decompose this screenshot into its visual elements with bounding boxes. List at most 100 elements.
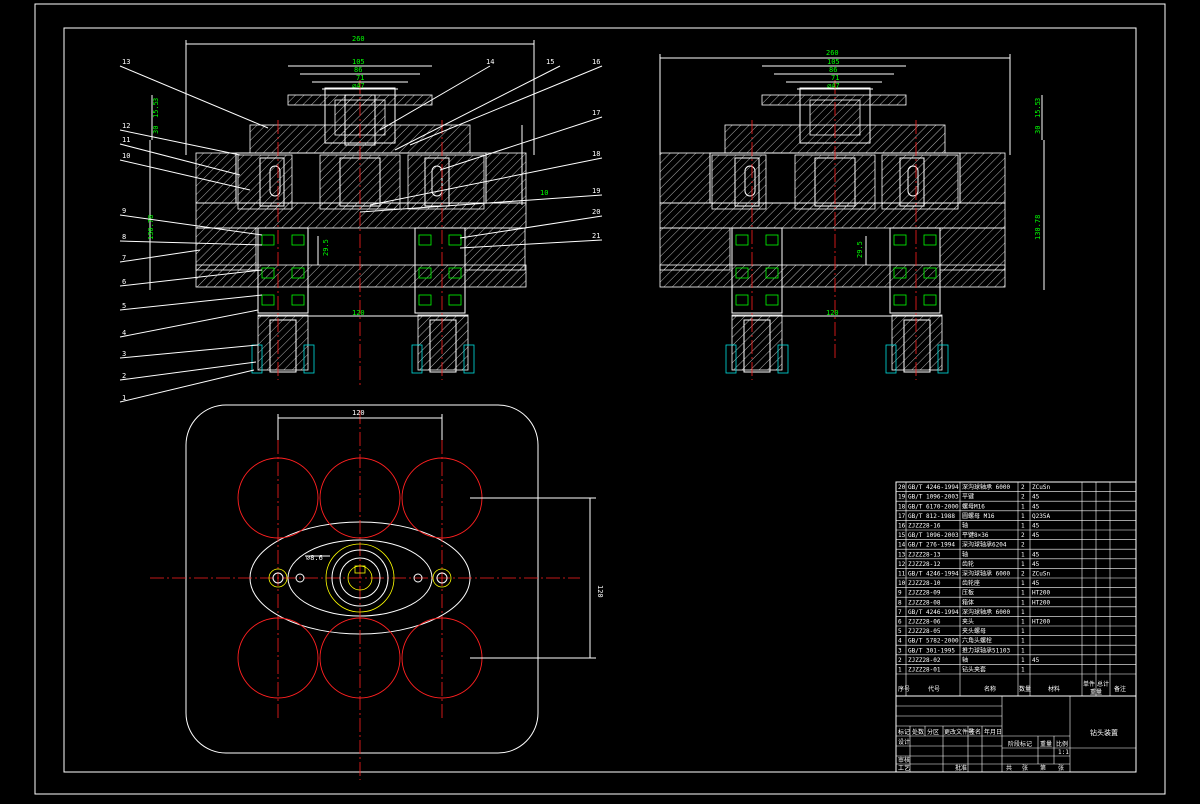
rv-dim-105: 105 [827, 58, 840, 66]
bom-cell-no: 6 [898, 619, 902, 626]
outer-border [34, 3, 1166, 795]
row-label-process: 工艺 [898, 764, 910, 772]
bom-cell-qty: 2 [1021, 484, 1025, 491]
left-section-view: 260 105 86 71 ⌀47 120 10 130.78 15.5 30 … [119, 35, 603, 403]
bom-cell-code: GB/T 276-1994 [908, 542, 955, 549]
bom-cell-no: 9 [898, 590, 902, 597]
bom-cell-no: 15 [898, 532, 906, 539]
scale-label: 比例 [1056, 740, 1068, 748]
sheet-label-1: 张 [1022, 764, 1028, 772]
bom-cell-code: GB/T 301-1995 [908, 647, 955, 654]
callout-14: 14 [486, 58, 494, 66]
bom-cell-mat: 45 [1032, 494, 1040, 501]
bom-cell-mat: HT200 [1032, 590, 1050, 597]
bom-cell-no: 19 [898, 494, 906, 501]
bom-cell-name: 轴 [962, 550, 968, 558]
bom-cell-code: GB/T 4246-1994 [908, 484, 959, 491]
bom-cell-qty: 1 [1021, 628, 1025, 635]
bom-header-code: 代号 [928, 685, 940, 693]
callout-18: 18 [592, 150, 600, 158]
bom-cell-code: ZJZZ28-13 [908, 551, 941, 558]
mark-label-3: 更改文件号 [944, 728, 974, 736]
bom-cell-mat: HT200 [1032, 619, 1050, 626]
bom-cell-mat: 45 [1032, 503, 1040, 510]
bom-cell-name: 齿轮座 [962, 579, 980, 587]
bom-cell-no: 20 [898, 484, 906, 491]
sheet-label-0: 共 [1006, 764, 1012, 772]
rv-dim-86: 86 [829, 66, 837, 74]
callout-1: 1 [122, 394, 126, 402]
bom-cell-code: ZJZZ28-08 [908, 599, 941, 606]
bom-cell-mat: 45 [1032, 532, 1040, 539]
rv-dim-71: 71 [831, 74, 839, 82]
callout-16: 16 [592, 58, 600, 66]
bom-cell-name: 螺母M16 [962, 502, 985, 510]
bom-cell-qty: 1 [1021, 657, 1025, 664]
bom-cell-name: 深沟球轴承6204 [962, 541, 1007, 549]
bom-cell-qty: 1 [1021, 551, 1025, 558]
callout-13: 13 [122, 58, 130, 66]
callout-8: 8 [122, 233, 126, 241]
bom-cell-qty: 1 [1021, 503, 1025, 510]
bom-cell-mat: ZCuSn [1032, 571, 1050, 578]
scale-value: 1:1 [1058, 749, 1069, 756]
dim-base-span: 120 [352, 309, 365, 317]
dim-295: 29.5 [322, 239, 330, 256]
bom-cell-mat: Q235A [1032, 513, 1050, 520]
mark-label-2: 分区 [927, 728, 939, 736]
bom-cell-code: ZJZZ28-05 [908, 628, 941, 635]
bom-cell-mat: 45 [1032, 657, 1040, 664]
bom-cell-name: 压板 [962, 589, 974, 597]
bom-cell-code: GB/T 5782-2000 [908, 638, 959, 645]
bom-cell-no: 16 [898, 523, 906, 530]
bom-cell-no: 3 [898, 647, 902, 654]
inner-frame [63, 27, 1137, 773]
bom-cell-qty: 1 [1021, 609, 1025, 616]
bom-cell-name: 圆螺母 M16 [962, 512, 995, 520]
bom-cell-qty: 2 [1021, 532, 1025, 539]
bom-cell-mat: HT200 [1032, 599, 1050, 606]
right-section-view: 260 105 86 71 ⌀47 120 130.78 30 15.5 3 2… [659, 49, 1045, 380]
bom-cell-no: 18 [898, 503, 906, 510]
weight-label: 重量 [1040, 740, 1052, 748]
mark-label-4: 签名 [969, 728, 981, 736]
bom-cell-code: ZJZZ28-01 [908, 667, 941, 674]
bom-cell-no: 7 [898, 609, 902, 616]
bom-cell-name: 轴 [962, 522, 968, 530]
dim-overall-width: 260 [352, 35, 365, 43]
dim-height-15: 15.5 [152, 101, 160, 118]
bom-cell-qty: 2 [1021, 571, 1025, 578]
bom-header-remark: 备注 [1114, 685, 1126, 693]
callout-21: 21 [592, 232, 600, 240]
bom-header-no: 序号 [898, 685, 910, 693]
bom-cell-no: 5 [898, 628, 902, 635]
bom-cell-name: 推力球轴承51103 [962, 646, 1010, 654]
bom-header-unit: 单件 [1083, 680, 1095, 688]
bom-cell-code: ZJZZ28-06 [908, 619, 941, 626]
bom-cell-name: 夹头 [962, 618, 974, 626]
bom-cell-mat: 45 [1032, 561, 1040, 568]
bom-cell-mat: 45 [1032, 580, 1040, 587]
bom-cell-no: 1 [898, 667, 902, 674]
rv-dim-height-30: 30 [1034, 126, 1042, 134]
bom-cell-code: ZJZZ28-09 [908, 590, 941, 597]
bom-cell-name: 深沟球轴承 6000 [962, 570, 1010, 578]
callout-15: 15 [546, 58, 554, 66]
approve-label: 批准 [955, 764, 967, 772]
bom-header-qty: 数量 [1019, 685, 1031, 693]
bom-cell-mat: 45 [1032, 551, 1040, 558]
stage-label: 阶段标记 [1008, 740, 1032, 748]
dim-height-30: 30 [152, 126, 160, 134]
callout-2: 2 [122, 372, 126, 380]
callout-6: 6 [122, 278, 126, 286]
mark-label-0: 标记 [898, 728, 910, 736]
bom-cell-code: GB/T 4246-1994 [908, 571, 959, 578]
bom-cell-name: 六角头螺栓 [962, 637, 992, 645]
bom-header-weight: 重量 [1090, 688, 1102, 696]
bom-cell-mat: 45 [1032, 523, 1040, 530]
dim-height-3: 3 [152, 98, 160, 102]
bom-cell-no: 2 [898, 657, 902, 664]
sheet-label-2: 第 [1040, 764, 1046, 772]
